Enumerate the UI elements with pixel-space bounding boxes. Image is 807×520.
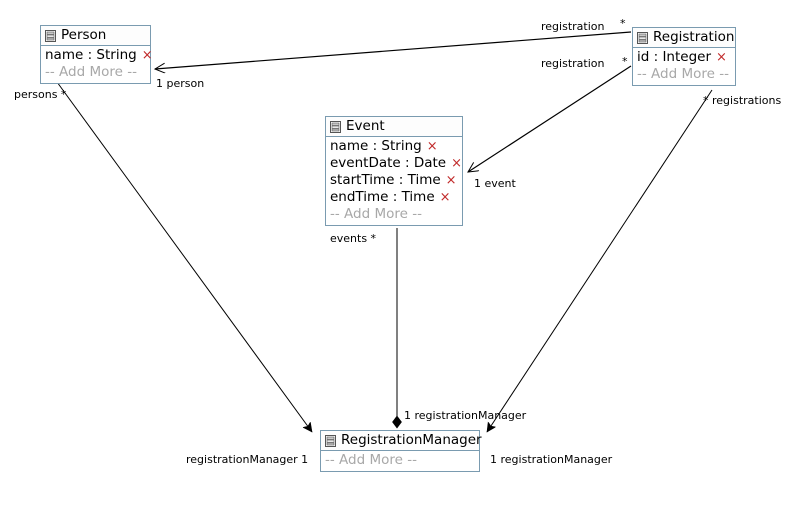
class-box-person[interactable]: Person name : String × -- Add More -- — [40, 25, 153, 84]
attribute-row[interactable]: eventDate : Date × — [326, 155, 462, 172]
class-box-event[interactable]: Event name : String × eventDate : Date ×… — [325, 116, 463, 226]
delete-attribute-icon[interactable]: × — [439, 190, 451, 205]
class-header-registrationmanager: RegistrationManager — [321, 431, 482, 451]
attribute-text: id : Integer — [637, 49, 712, 65]
attribute-row[interactable]: id : Integer × — [633, 49, 735, 66]
edge-label-registrationmanager-top[interactable]: 1 registrationManager — [404, 409, 527, 422]
class-icon — [330, 120, 341, 133]
edge-label-event-end[interactable]: 1 event — [474, 177, 516, 190]
class-attributes-registration: id : Integer × -- Add More -- — [633, 48, 735, 85]
assoc-line-person-registrationmanager[interactable] — [56, 81, 313, 432]
attribute-text: name : String — [45, 47, 137, 63]
edge-label-registrationmanager-right[interactable]: 1 registrationManager — [490, 453, 613, 466]
class-name-person: Person — [61, 27, 107, 43]
delete-attribute-icon[interactable]: × — [451, 156, 463, 171]
class-box-registrationmanager[interactable]: RegistrationManager -- Add More -- — [320, 430, 482, 472]
edge-label-events-star[interactable]: events * — [330, 232, 377, 245]
edge-label-registrations-star[interactable]: * registrations — [703, 94, 782, 107]
class-attributes-person: name : String × -- Add More -- — [41, 46, 153, 83]
attribute-row[interactable]: name : String × — [41, 47, 153, 64]
delete-attribute-icon[interactable]: × — [141, 48, 153, 63]
edge-label-persons-star[interactable]: persons * — [14, 88, 67, 101]
class-header-registration: Registration — [633, 28, 735, 48]
edge-label-registration-person-role[interactable]: registration — [541, 20, 605, 33]
delete-attribute-icon[interactable]: × — [445, 173, 457, 188]
delete-attribute-icon[interactable]: × — [716, 50, 727, 65]
attribute-row[interactable]: endTime : Time × — [326, 189, 462, 206]
attribute-text: name : String — [330, 138, 422, 154]
edge-label-registrationmanager-left[interactable]: registrationManager 1 — [186, 453, 309, 466]
attribute-row[interactable]: startTime : Time × — [326, 172, 462, 189]
attribute-text: eventDate : Date — [330, 155, 447, 171]
add-more-attribute-person[interactable]: -- Add More -- — [45, 64, 137, 80]
class-header-event: Event — [326, 117, 462, 137]
edge-label-registration-event-mult[interactable]: * — [622, 55, 628, 68]
class-name-registrationmanager: RegistrationManager — [341, 432, 482, 448]
class-header-person: Person — [41, 26, 150, 46]
edge-label-registration-person-mult[interactable]: * — [620, 17, 626, 30]
class-attributes-event: name : String × eventDate : Date × start… — [326, 137, 462, 225]
add-more-attribute-event[interactable]: -- Add More -- — [330, 206, 422, 222]
class-icon — [45, 29, 56, 42]
edge-label-person-end[interactable]: 1 person — [156, 77, 205, 90]
class-box-registration[interactable]: Registration id : Integer × -- Add More … — [632, 27, 736, 86]
class-icon — [325, 434, 336, 447]
add-more-attribute-registration[interactable]: -- Add More -- — [637, 66, 729, 82]
class-attributes-registrationmanager: -- Add More -- — [321, 451, 479, 471]
delete-attribute-icon[interactable]: × — [426, 139, 438, 154]
attribute-text: startTime : Time — [330, 172, 441, 188]
assoc-line-registration-registrationmanager[interactable] — [486, 89, 713, 432]
class-name-registration: Registration — [653, 29, 735, 45]
add-more-attribute-registrationmanager[interactable]: -- Add More -- — [325, 452, 417, 468]
attribute-row[interactable]: name : String × — [326, 138, 462, 155]
edge-label-registration-event-role[interactable]: registration — [541, 57, 605, 70]
assoc-line-registration-event[interactable] — [468, 65, 632, 172]
attribute-text: endTime : Time — [330, 189, 435, 205]
class-name-event: Event — [346, 118, 385, 134]
class-icon — [637, 31, 648, 44]
assoc-line-registration-person[interactable] — [155, 31, 632, 69]
